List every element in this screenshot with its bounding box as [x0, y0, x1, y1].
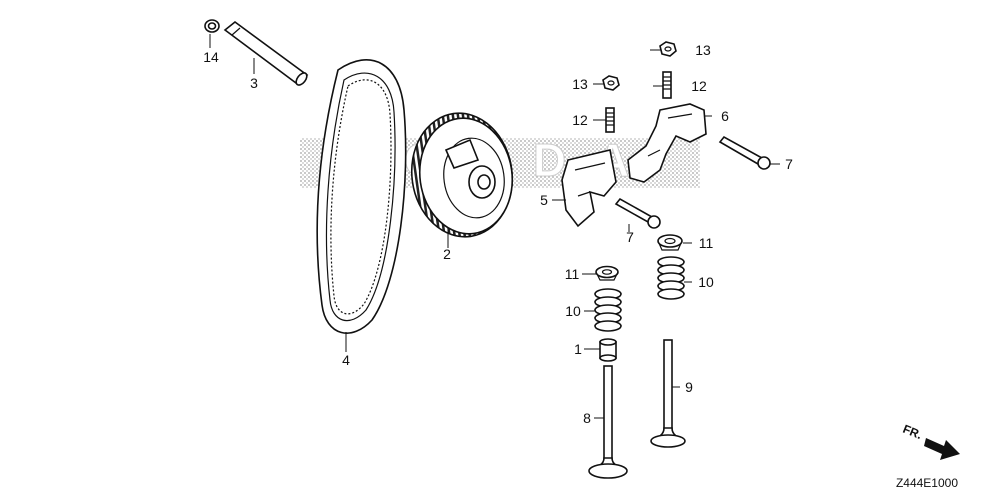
callout-12-right: 12: [691, 78, 707, 94]
callout-13-left: 13: [572, 76, 588, 92]
part-1-stem-seal: [599, 338, 617, 362]
callout-5: 5: [540, 192, 548, 208]
front-direction-indicator: FR.: [901, 422, 960, 460]
leader-lines: [209, 34, 780, 419]
callout-10-left: 10: [565, 303, 581, 319]
part-12-screw-left: [605, 107, 615, 133]
part-12-screw-right: [662, 71, 672, 99]
part-2-pulley: [410, 112, 514, 238]
part-7-shaft-upper: [718, 135, 771, 170]
callout-9: 9: [685, 379, 693, 395]
part-10-spring-right: [657, 256, 685, 300]
part-9-valve-right: [650, 339, 686, 448]
callout-7-lower: 7: [626, 229, 634, 245]
callout-3: 3: [250, 75, 258, 91]
front-arrow-icon: [924, 438, 960, 460]
part-13-nut-left: [602, 75, 620, 91]
callout-7-upper: 7: [785, 156, 793, 172]
part-6-rocker-arm: [627, 103, 707, 183]
front-label: FR.: [901, 422, 924, 442]
callout-11-left: 11: [565, 266, 580, 282]
part-14-o-ring: [204, 19, 220, 33]
callout-14: 14: [203, 49, 219, 65]
part-11-retainer-left: [595, 265, 619, 281]
callout-4: 4: [342, 352, 350, 368]
part-5-rocker-arm: [561, 149, 617, 228]
callout-12-left: 12: [572, 112, 588, 128]
part-13-nut-right: [659, 41, 677, 57]
part-10-spring-left: [594, 288, 622, 332]
part-4-timing-belt: [316, 59, 407, 334]
callout-6: 6: [721, 108, 729, 124]
callout-8: 8: [583, 410, 591, 426]
callout-labels: 14 3 4 2 13 12 13 12 6 7 5 7 11 11 10 10…: [203, 42, 793, 426]
part-8-valve-left: [588, 365, 628, 479]
callout-2: 2: [443, 246, 451, 262]
callout-10-right: 10: [698, 274, 714, 290]
part-11-retainer-right: [657, 234, 683, 251]
part-3-shaft: [223, 20, 309, 86]
callout-13-right: 13: [695, 42, 711, 58]
part-7-shaft-lower: [614, 197, 661, 229]
image-code: Z444E1000: [896, 476, 958, 490]
callout-1: 1: [574, 341, 582, 357]
callout-11-right: 11: [699, 235, 714, 251]
